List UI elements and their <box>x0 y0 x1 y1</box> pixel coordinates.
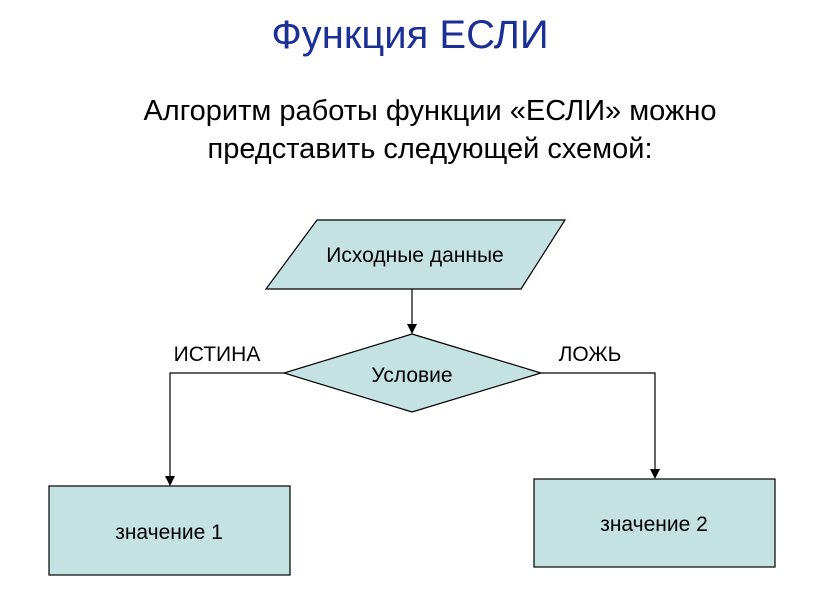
subtitle-line-2: представить следующей схемой: <box>207 133 653 165</box>
result-left-label: значение 1 <box>115 521 223 544</box>
slide-subtitle: Алгоритм работы функции «ЕСЛИ» можно пре… <box>40 92 820 168</box>
condition-block-label: Условие <box>371 364 452 387</box>
true-branch-connector <box>165 372 284 486</box>
result-right-box <box>533 478 776 568</box>
false-branch-label: ЛОЖЬ <box>559 343 622 366</box>
subtitle-line-1: Алгоритм работы функции «ЕСЛИ» можно <box>143 95 717 127</box>
condition-diamond <box>281 333 544 413</box>
result-left-box <box>48 485 291 576</box>
false-branch-connector <box>541 372 660 479</box>
slide-title: Функция ЕСЛИ <box>271 13 549 57</box>
result-right-label: значение 2 <box>600 513 708 536</box>
input-parallelogram <box>264 219 567 290</box>
true-branch-label: ИСТИНА <box>174 343 261 366</box>
input-block-label: Исходные данные <box>326 244 503 267</box>
